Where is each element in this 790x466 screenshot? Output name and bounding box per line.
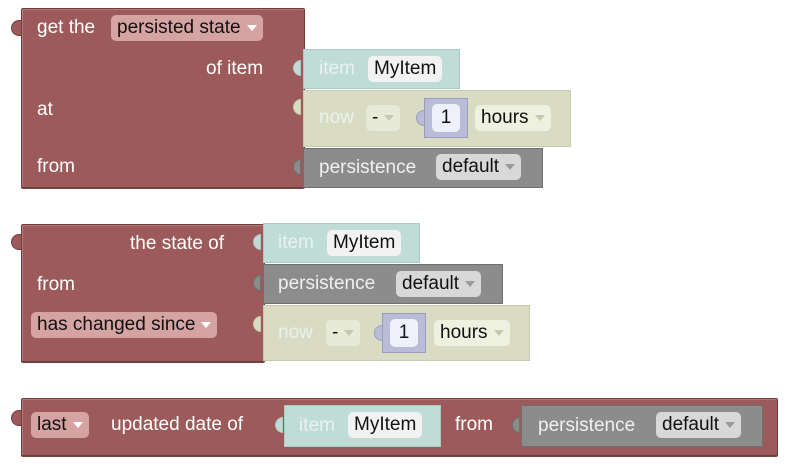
at-label: at — [37, 99, 53, 120]
condition-dropdown[interactable]: has changed since — [31, 312, 218, 338]
item-name-text: MyItem — [374, 58, 437, 79]
block-connector — [11, 234, 21, 250]
state-of-label: the state of — [130, 233, 225, 254]
last-updated-date-block[interactable]: last updated date of item MyItem from pe… — [0, 394, 790, 458]
chevron-down-icon — [344, 330, 355, 336]
chevron-down-icon — [534, 115, 545, 121]
now-keyword: now — [278, 322, 313, 343]
block-body[interactable] — [21, 224, 265, 362]
block-connector — [11, 410, 21, 426]
service-value: default — [442, 156, 500, 177]
persistence-keyword: persistence — [278, 273, 376, 294]
unit-value: hours — [481, 107, 529, 128]
now-keyword: now — [319, 107, 354, 128]
chevron-down-icon — [465, 281, 476, 287]
item-name-text: MyItem — [354, 414, 417, 435]
item-keyword: item — [319, 58, 355, 79]
operator-value: - — [372, 107, 379, 128]
unit-dropdown[interactable]: hours — [434, 320, 510, 346]
from-label: from — [37, 156, 75, 177]
dropdown-value: has changed since — [37, 314, 196, 335]
from-label: from — [37, 274, 75, 295]
get-persisted-state-block[interactable]: get the persisted state of item at from … — [0, 0, 572, 192]
item-keyword: item — [278, 232, 314, 253]
service-value: default — [402, 273, 460, 294]
service-dropdown[interactable]: default — [656, 412, 742, 438]
operator-dropdown[interactable]: - — [326, 320, 361, 346]
chevron-down-icon — [201, 322, 212, 328]
unit-dropdown[interactable]: hours — [475, 105, 551, 131]
chevron-down-icon — [72, 422, 83, 428]
operator-dropdown[interactable]: - — [366, 105, 401, 131]
chevron-down-icon — [505, 164, 516, 170]
item-name-field[interactable]: MyItem — [368, 56, 443, 82]
service-value: default — [662, 414, 720, 435]
chevron-down-icon — [246, 25, 257, 31]
of-item-label: of item — [206, 58, 264, 79]
item-keyword: item — [299, 415, 335, 436]
item-name-field[interactable]: MyItem — [327, 230, 402, 256]
service-dropdown[interactable]: default — [396, 271, 482, 297]
amount-field[interactable]: 1 — [432, 104, 460, 132]
chevron-down-icon — [384, 115, 395, 121]
unit-value: hours — [440, 322, 488, 343]
dropdown-value: persisted state — [117, 17, 241, 38]
persistence-keyword: persistence — [319, 157, 417, 178]
state-type-dropdown[interactable]: persisted state — [111, 15, 263, 41]
dropdown-value: last — [37, 414, 67, 435]
item-name-field[interactable]: MyItem — [348, 412, 423, 438]
state-changed-since-block[interactable]: the state of from has changed since item… — [0, 220, 532, 364]
chevron-down-icon — [725, 422, 736, 428]
chevron-down-icon — [493, 330, 504, 336]
amount-field[interactable]: 1 — [390, 319, 418, 347]
item-name-text: MyItem — [333, 232, 396, 253]
block-connector — [11, 20, 21, 36]
operator-value: - — [332, 322, 339, 343]
block-title-label: get the — [37, 17, 96, 38]
service-dropdown[interactable]: default — [436, 154, 522, 180]
persistence-keyword: persistence — [538, 415, 636, 436]
from-label: from — [455, 414, 493, 435]
last-dropdown[interactable]: last — [31, 412, 89, 438]
updated-date-label: updated date of — [111, 414, 244, 435]
